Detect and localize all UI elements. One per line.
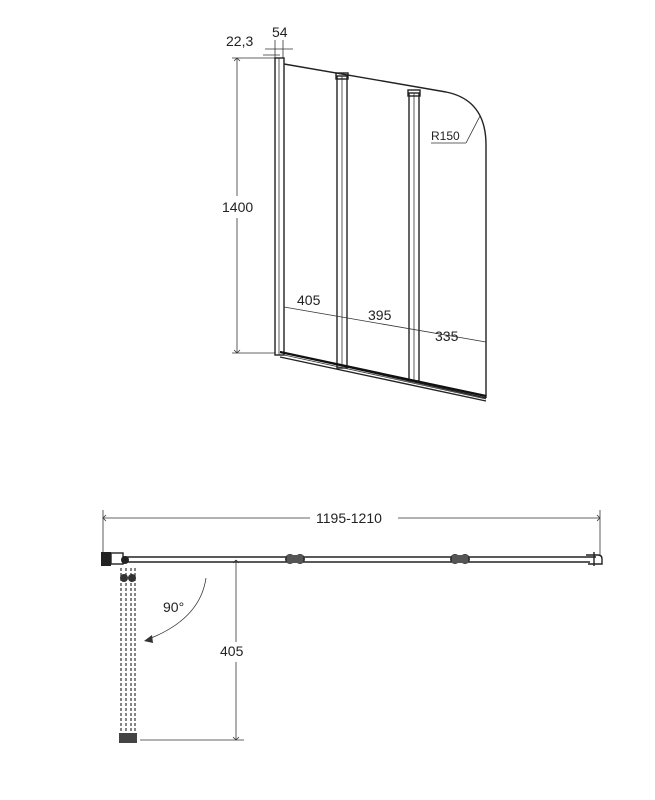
dim-label-395: 395 bbox=[368, 307, 392, 323]
glass-outline bbox=[283, 63, 487, 399]
dim-label-90-degrees: 90° bbox=[163, 599, 184, 615]
dim-label-1400: 1400 bbox=[222, 199, 253, 215]
dim-label-54: 54 bbox=[272, 24, 288, 40]
wall-profile bbox=[274, 57, 285, 356]
dim-panel-depth: 405 bbox=[140, 559, 253, 741]
hinge-bar-2 bbox=[407, 89, 421, 382]
end-profile bbox=[586, 552, 603, 566]
hinge-top-2 bbox=[450, 554, 470, 564]
dim-height: 1400 bbox=[218, 57, 275, 354]
top-view: 1195-1210 bbox=[101, 510, 603, 743]
dim-radius: R150 bbox=[431, 115, 481, 144]
rotation-arrow: 90° bbox=[144, 577, 207, 643]
hinge-bar-1 bbox=[335, 72, 349, 369]
dim-label-335: 335 bbox=[435, 328, 459, 344]
dim-label-22-3: 22,3 bbox=[226, 33, 253, 49]
folded-panels bbox=[119, 568, 137, 743]
front-view: 22,3 54 1400 bbox=[218, 24, 487, 402]
dim-label-405-depth: 405 bbox=[220, 643, 244, 659]
hinge-top-1 bbox=[285, 554, 305, 564]
glass-panel-closed bbox=[123, 556, 596, 563]
dim-wall-profile: 22,3 54 bbox=[226, 24, 293, 58]
dim-label-1195-1210: 1195-1210 bbox=[316, 510, 382, 526]
dim-label-405: 405 bbox=[297, 292, 321, 308]
dim-panel-widths: 405 395 335 bbox=[283, 292, 487, 344]
wall-bracket bbox=[101, 552, 129, 566]
dim-total-width: 1195-1210 bbox=[102, 510, 601, 555]
dim-label-r150: R150 bbox=[431, 129, 460, 143]
bottom-rail bbox=[279, 350, 487, 402]
